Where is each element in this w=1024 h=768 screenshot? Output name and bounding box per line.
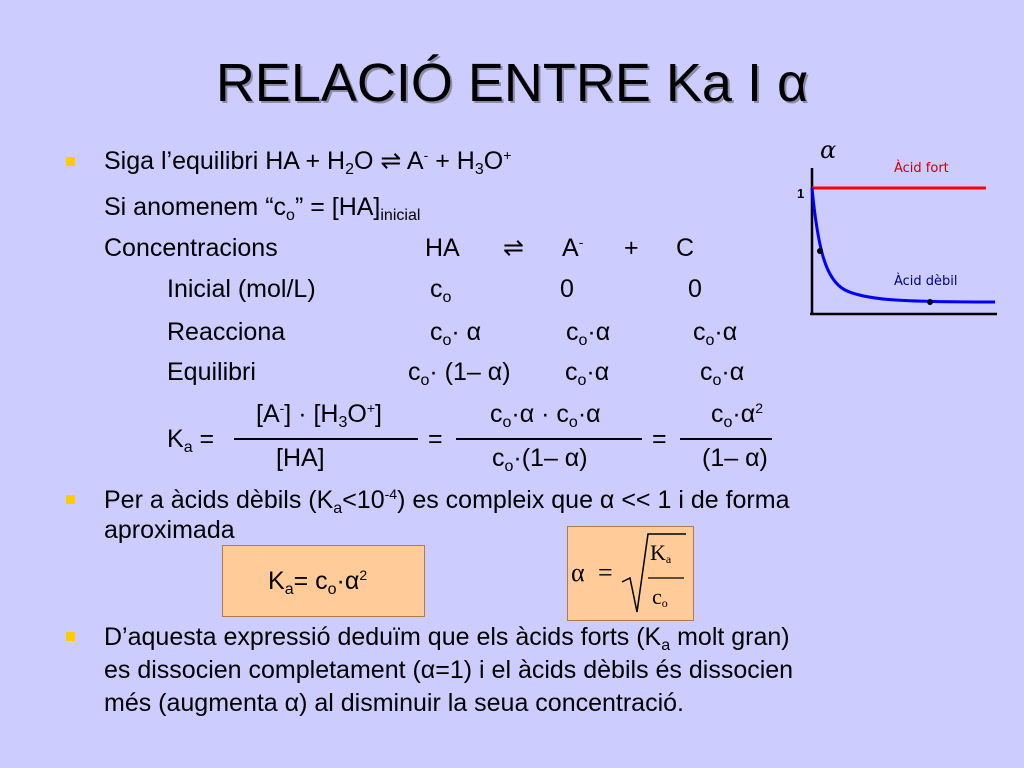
conclusion-line-1: D’aquesta expressió deduïm que els àcids… [104, 623, 790, 654]
concentrations-label: Concentracions [104, 234, 278, 262]
bullet-marker [66, 632, 75, 641]
row-react-label: Reacciona [167, 318, 286, 346]
sqrt-numerator: Ka [650, 540, 672, 566]
fraction-bar [234, 438, 418, 440]
ka-num2: co·α · co·α [490, 400, 601, 431]
ka-approx-box [222, 545, 425, 617]
alpha-symbol: α [571, 558, 585, 587]
alpha-graph: α 1 Àcid fort Àcid dèbil [797, 136, 997, 316]
weak-acid-line-2: aproximada [104, 516, 235, 544]
equilibrium-arrow-icon: ⇌ [380, 147, 402, 175]
sqrt-denominator: co [652, 584, 668, 610]
ka-num3: co·α2 [711, 400, 763, 431]
row-initial-label: Inicial (mol/L) [167, 275, 316, 303]
conclusion-line-2: es dissocien completament (α=1) i el àci… [104, 656, 794, 684]
alpha-formula-box [567, 526, 694, 621]
strong-acid-label: Àcid fort [894, 160, 949, 176]
row-initial-a: 0 [560, 275, 574, 303]
row-equil-a: co·α [565, 358, 610, 389]
ka-den2: co·(1– α) [492, 444, 588, 475]
y-axis-label: α [820, 136, 836, 164]
co-definition-line: Si anomenem “co” = [HA]inicial [104, 193, 421, 224]
row-react-a: co·α [566, 318, 611, 349]
weak-acid-label: Àcid dèbil [894, 273, 958, 289]
row-equil-label: Equilibri [167, 358, 256, 386]
equilibrium-arrow-icon: ⇌ [503, 234, 524, 262]
ka-approx-formula: Ka= co·α2 [268, 567, 368, 598]
ka-lhs: Ka = [167, 425, 215, 456]
header-plus: + [624, 234, 639, 262]
header-c: C [676, 234, 695, 262]
conclusion-line-3: més (augmenta α) al disminuir la seua co… [104, 689, 684, 717]
header-a: A- [562, 234, 584, 262]
row-initial-c: 0 [688, 275, 702, 303]
bullet-marker [66, 157, 75, 166]
y-tick-one: 1 [797, 186, 804, 201]
fraction-bar [456, 438, 642, 440]
row-react-ha: co· α [430, 318, 482, 349]
sqrt-sign-icon [621, 533, 686, 613]
header-ha: HA [425, 234, 460, 262]
ka-den3: (1– α) [702, 444, 768, 472]
equilibrium-line: Siga l’equilibri HA + H2O ⇌ A- + H3O+ [104, 147, 512, 178]
weak-acid-line: Per a àcids dèbils (Ka<10-4) es compleix… [104, 486, 790, 517]
ka-num1: [A-] · [H3O+] [256, 400, 382, 431]
alpha-equals: = [598, 558, 613, 587]
ka-den1: [HA] [276, 444, 325, 472]
row-equil-c: co·α [700, 358, 745, 389]
curve-point [817, 248, 823, 254]
ka-eq2: = [428, 425, 443, 453]
curve-point [927, 299, 933, 305]
row-equil-ha: co· (1– α) [408, 358, 511, 389]
row-react-c: co·α [693, 318, 738, 349]
fraction-bar [680, 438, 772, 440]
ka-eq3: = [652, 425, 667, 453]
row-initial-ha: co [430, 275, 452, 306]
slide-title: RELACIÓ ENTRE Ka I α [215, 53, 809, 113]
bullet-marker [66, 495, 75, 504]
